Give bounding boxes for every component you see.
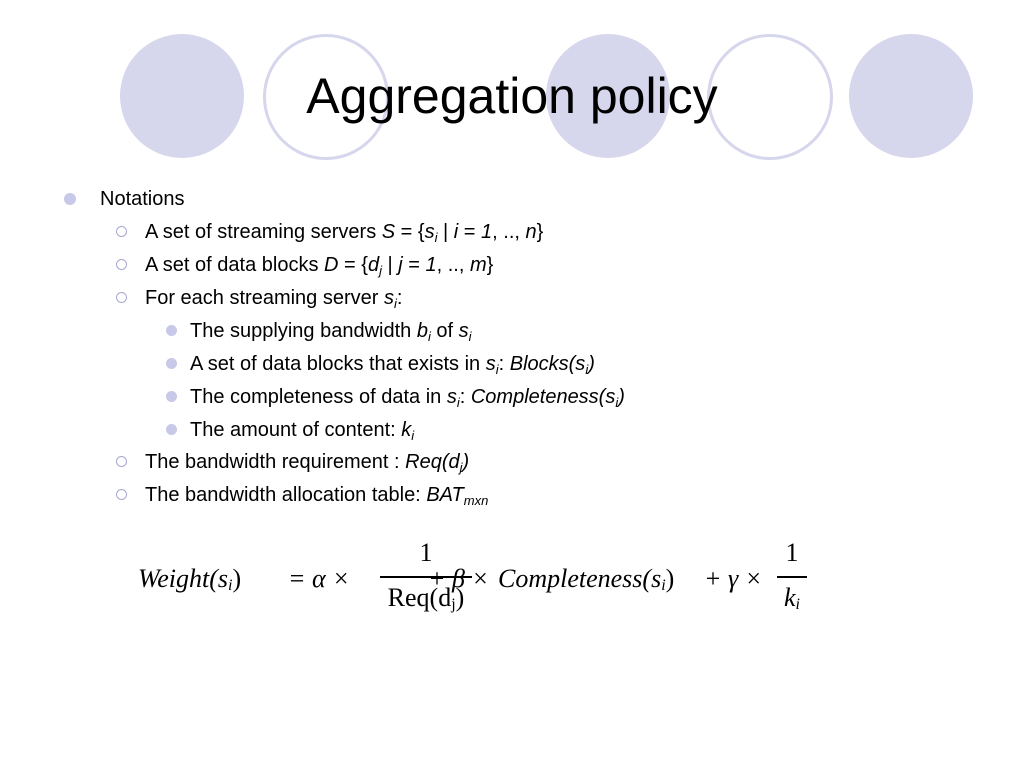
bullet-l1 [64,193,76,205]
fraction-bar [380,576,472,578]
supply-line: The supplying bandwidth bi of si [190,320,472,344]
bullet-servers [116,226,127,237]
blocks-line: A set of data blocks D = {dj | j = 1, ..… [145,254,494,278]
formula-gamma: + γ × [704,564,763,593]
slide-title: Aggregation policy [306,68,718,124]
requirement-line: The bandwidth requirement : Req(dj) [145,451,470,475]
bullet-amount [166,424,177,435]
exists-line: A set of data blocks that exists in si: … [190,353,595,377]
bullet-exists [166,358,177,369]
formula-beta: + β × [428,564,490,593]
header-ring-1 [263,34,389,160]
fraction-denominator: Req(dj) [387,583,465,613]
amount-line: The amount of content: ki [190,419,415,443]
header-circle-3 [849,34,973,158]
each-server-line: For each streaming server si: [145,287,403,311]
formula-alpha: = α × [288,564,350,593]
notations-heading: Notations [100,188,185,210]
bullet-supply [166,325,177,336]
fraction-numerator: 1 [419,538,433,567]
bullet-each-server [116,292,127,303]
formula-lhs: Weight(si) [138,564,242,594]
completeness-line: The completeness of data in si: Complete… [190,386,625,410]
header-circle-2 [546,34,670,158]
formula-completeness: Completeness(si) [498,564,675,594]
fraction-k-bar [777,576,807,578]
header-ring-2 [707,34,833,160]
header-circle-1 [120,34,244,158]
bullet-bat [116,489,127,500]
bullet-completeness [166,391,177,402]
bullet-blocks [116,259,127,270]
bullet-requirement [116,456,127,467]
fraction-k-denominator: ki [784,583,800,613]
fraction-k-numerator: 1 [785,538,799,567]
bat-line: The bandwidth allocation table: BATmxn [145,484,489,508]
servers-line: A set of streaming servers S = {si | i =… [145,221,544,245]
